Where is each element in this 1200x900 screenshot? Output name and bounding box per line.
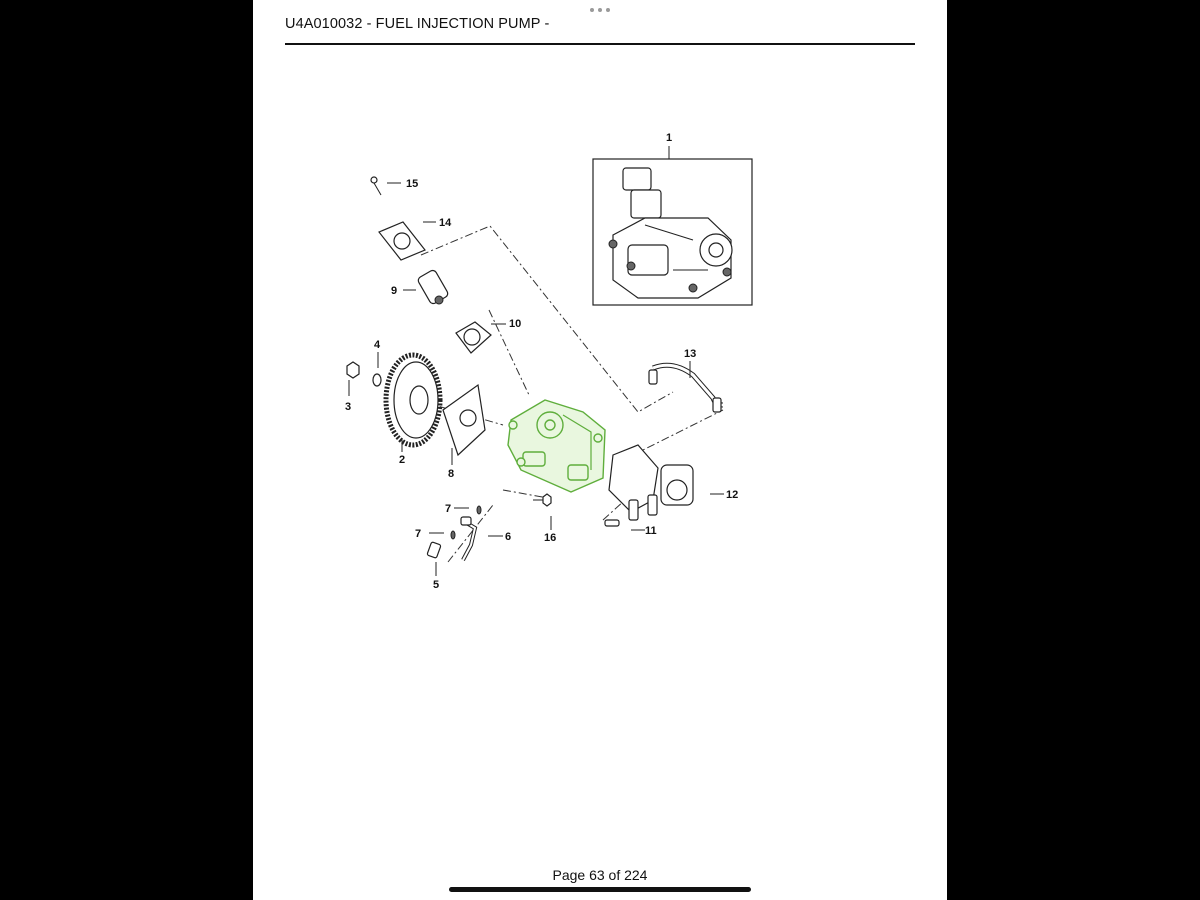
callout-8: 8 (448, 468, 454, 480)
callout-3: 3 (345, 401, 351, 413)
part-3-nut[interactable] (346, 361, 360, 379)
part-2-gear[interactable] (383, 352, 443, 448)
callout-14: 14 (439, 217, 452, 229)
part-5-fitting[interactable] (426, 541, 442, 559)
title-divider (285, 43, 915, 45)
callout-10: 10 (509, 318, 521, 330)
part-15-bolt[interactable] (370, 176, 382, 196)
part-7-seal[interactable] (450, 505, 482, 540)
callout-6: 6 (505, 531, 511, 543)
part-13-pipe[interactable] (648, 362, 724, 413)
callout-11: 11 (645, 525, 657, 537)
callout-16: 16 (544, 532, 556, 544)
part-14-flange[interactable] (378, 221, 426, 261)
part-4-washer[interactable] (372, 373, 382, 387)
exploded-parts-diagram: 1 2 3 4 5 6 7 7 8 9 10 11 12 13 14 15 16 (345, 132, 753, 591)
callout-5: 5 (433, 579, 439, 591)
page-indicator: Page 63 of 224 (552, 867, 648, 883)
callout-12: 12 (726, 489, 738, 501)
callout-15: 15 (406, 178, 418, 190)
part-11-bolt[interactable] (604, 519, 620, 527)
part-6-pipe[interactable] (460, 516, 478, 561)
callout-1: 1 (666, 132, 672, 144)
part-8-plate[interactable] (442, 383, 486, 457)
part-12-valve-assembly[interactable] (608, 444, 694, 521)
callout-2: 2 (399, 454, 405, 466)
callout-7: 7 (445, 503, 451, 515)
part-10-gasket[interactable] (455, 321, 492, 354)
part-16-bolt[interactable] (533, 493, 552, 507)
more-dots-icon[interactable] (590, 8, 610, 12)
document-title: U4A010032 - FUEL INJECTION PUMP - (285, 16, 550, 32)
callout-7b: 7 (415, 528, 421, 540)
pump-body-highlighted[interactable] (507, 399, 606, 493)
part-9-fitting[interactable] (417, 269, 449, 305)
home-indicator[interactable] (449, 887, 751, 892)
callout-9: 9 (391, 285, 397, 297)
callout-4: 4 (374, 339, 381, 351)
part-1-inset[interactable] (592, 146, 753, 306)
callout-13: 13 (684, 348, 696, 360)
document-page: U4A010032 - FUEL INJECTION PUMP - (253, 0, 947, 900)
